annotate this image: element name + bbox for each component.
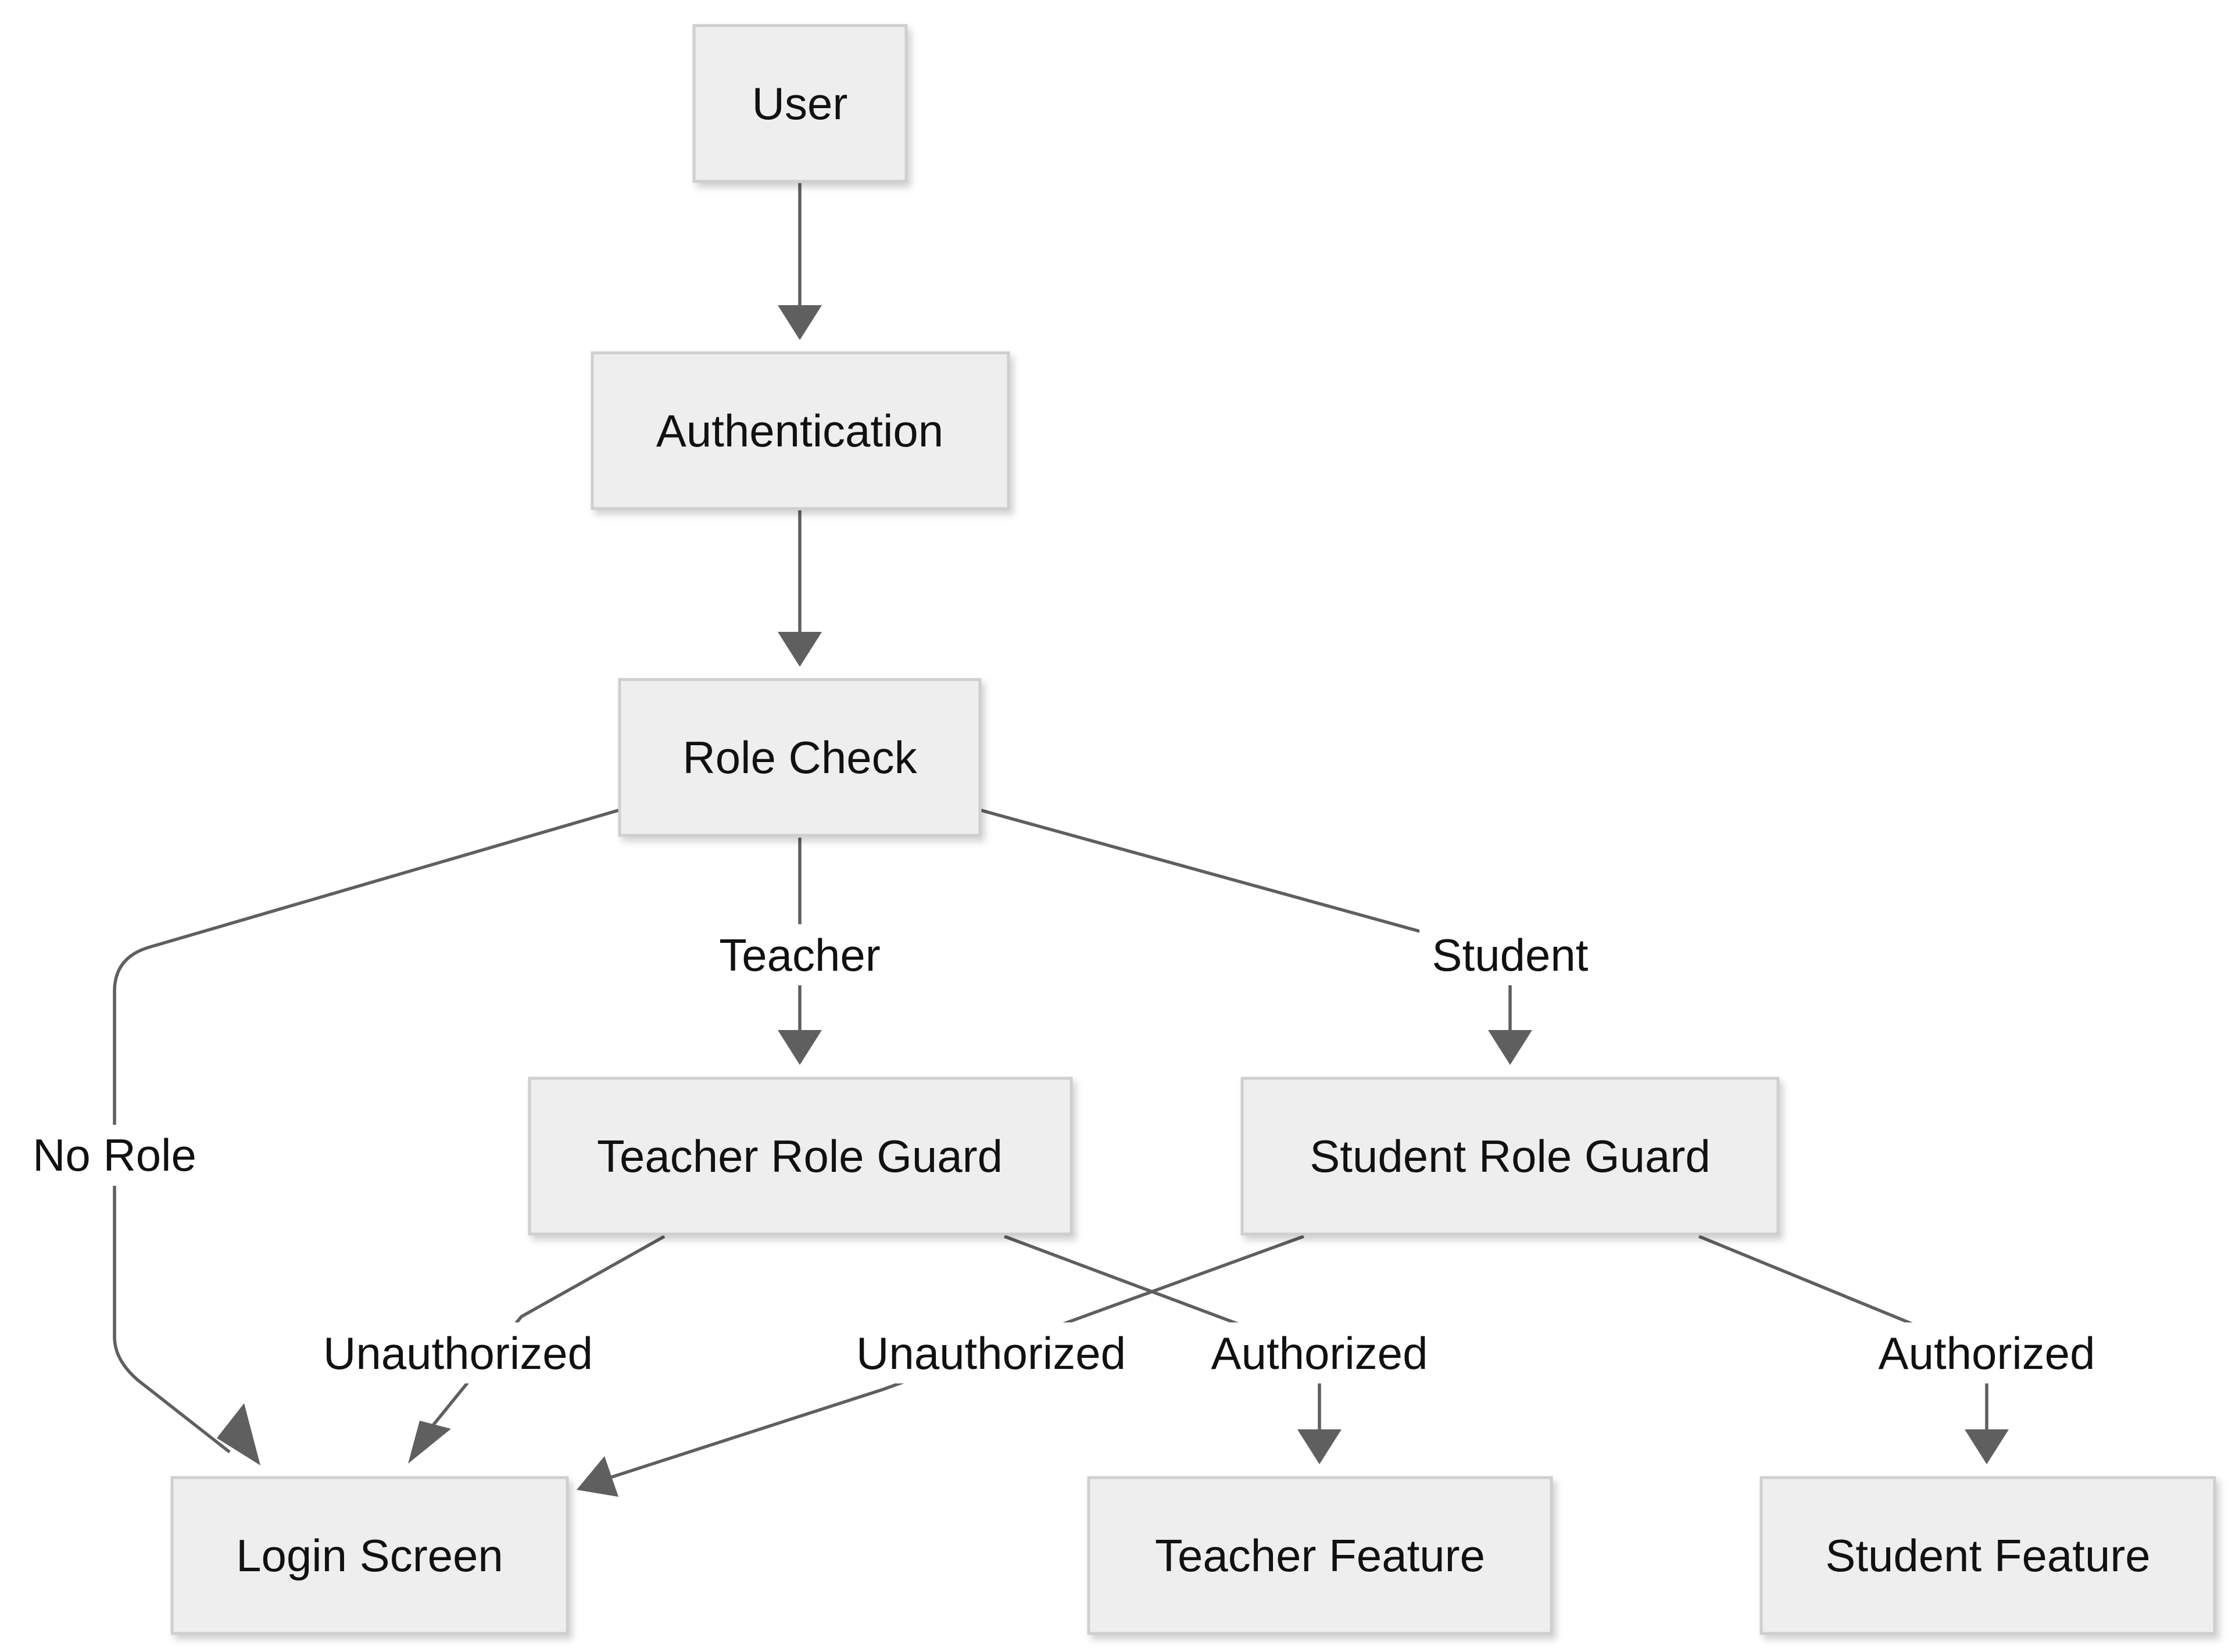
- edge-student-guard-login: [604, 1235, 1304, 1481]
- arrowhead-login-no-role: [217, 1403, 260, 1465]
- edge-label-student-unauthorized: Unauthorized: [844, 1322, 1138, 1383]
- edge-role-check-login-no-role: [113, 809, 619, 1454]
- arrowhead-authentication: [778, 305, 822, 340]
- edge-role-check-student-guard: [981, 809, 1512, 1032]
- arrowhead-teacher-feature: [1297, 1429, 1342, 1464]
- edge-label-student-authorized: Authorized: [1866, 1322, 2108, 1383]
- edge-label-no-role: No Role: [20, 1125, 209, 1186]
- svg-text:Role Check: Role Check: [682, 732, 917, 783]
- node-authentication[interactable]: Authentication: [591, 351, 1010, 510]
- node-login-screen[interactable]: Login Screen: [170, 1476, 569, 1635]
- svg-text:Student: Student: [1432, 929, 1589, 981]
- edge-teacher-guard-login: [428, 1235, 666, 1430]
- svg-text:Student Role Guard: Student Role Guard: [1310, 1131, 1710, 1182]
- edge-label-teacher-unauthorized: Unauthorized: [311, 1322, 604, 1383]
- node-user[interactable]: User: [692, 24, 908, 183]
- arrowhead-role-check: [778, 632, 822, 667]
- node-role-check[interactable]: Role Check: [618, 678, 982, 837]
- edges: [113, 183, 2009, 1497]
- svg-text:No Role: No Role: [33, 1129, 196, 1181]
- node-student-feature[interactable]: Student Feature: [1759, 1476, 2216, 1635]
- edge-labels: No Role Teacher Student Unauthorized Una…: [20, 924, 2108, 1383]
- svg-text:User: User: [752, 78, 848, 129]
- edge-label-teacher: Teacher: [710, 924, 889, 985]
- nodes: User Authentication Role Check Teacher R…: [170, 24, 2216, 1635]
- svg-text:Student Feature: Student Feature: [1825, 1530, 2150, 1581]
- node-student-role-guard[interactable]: Student Role Guard: [1240, 1077, 1780, 1236]
- svg-text:Teacher Role Guard: Teacher Role Guard: [597, 1131, 1003, 1182]
- node-teacher-role-guard[interactable]: Teacher Role Guard: [528, 1077, 1073, 1236]
- svg-text:Login Screen: Login Screen: [236, 1530, 503, 1581]
- svg-text:Authentication: Authentication: [656, 405, 943, 456]
- svg-text:Unauthorized: Unauthorized: [323, 1328, 593, 1379]
- arrowhead-student-feature: [1965, 1429, 2009, 1464]
- arrowhead-login-teacher-unauth: [408, 1421, 451, 1464]
- svg-text:Teacher: Teacher: [719, 929, 881, 981]
- svg-text:Authorized: Authorized: [1879, 1328, 2095, 1379]
- svg-text:Teacher Feature: Teacher Feature: [1155, 1530, 1485, 1581]
- edge-label-teacher-authorized: Authorized: [1199, 1322, 1440, 1383]
- arrowhead-login-student-unauth: [577, 1456, 618, 1497]
- arrowhead-teacher-guard: [778, 1030, 822, 1065]
- arrowhead-student-guard: [1488, 1030, 1532, 1065]
- svg-text:Unauthorized: Unauthorized: [856, 1328, 1126, 1379]
- node-teacher-feature[interactable]: Teacher Feature: [1087, 1476, 1553, 1635]
- svg-text:Authorized: Authorized: [1211, 1328, 1428, 1379]
- edge-label-student: Student: [1419, 924, 1601, 985]
